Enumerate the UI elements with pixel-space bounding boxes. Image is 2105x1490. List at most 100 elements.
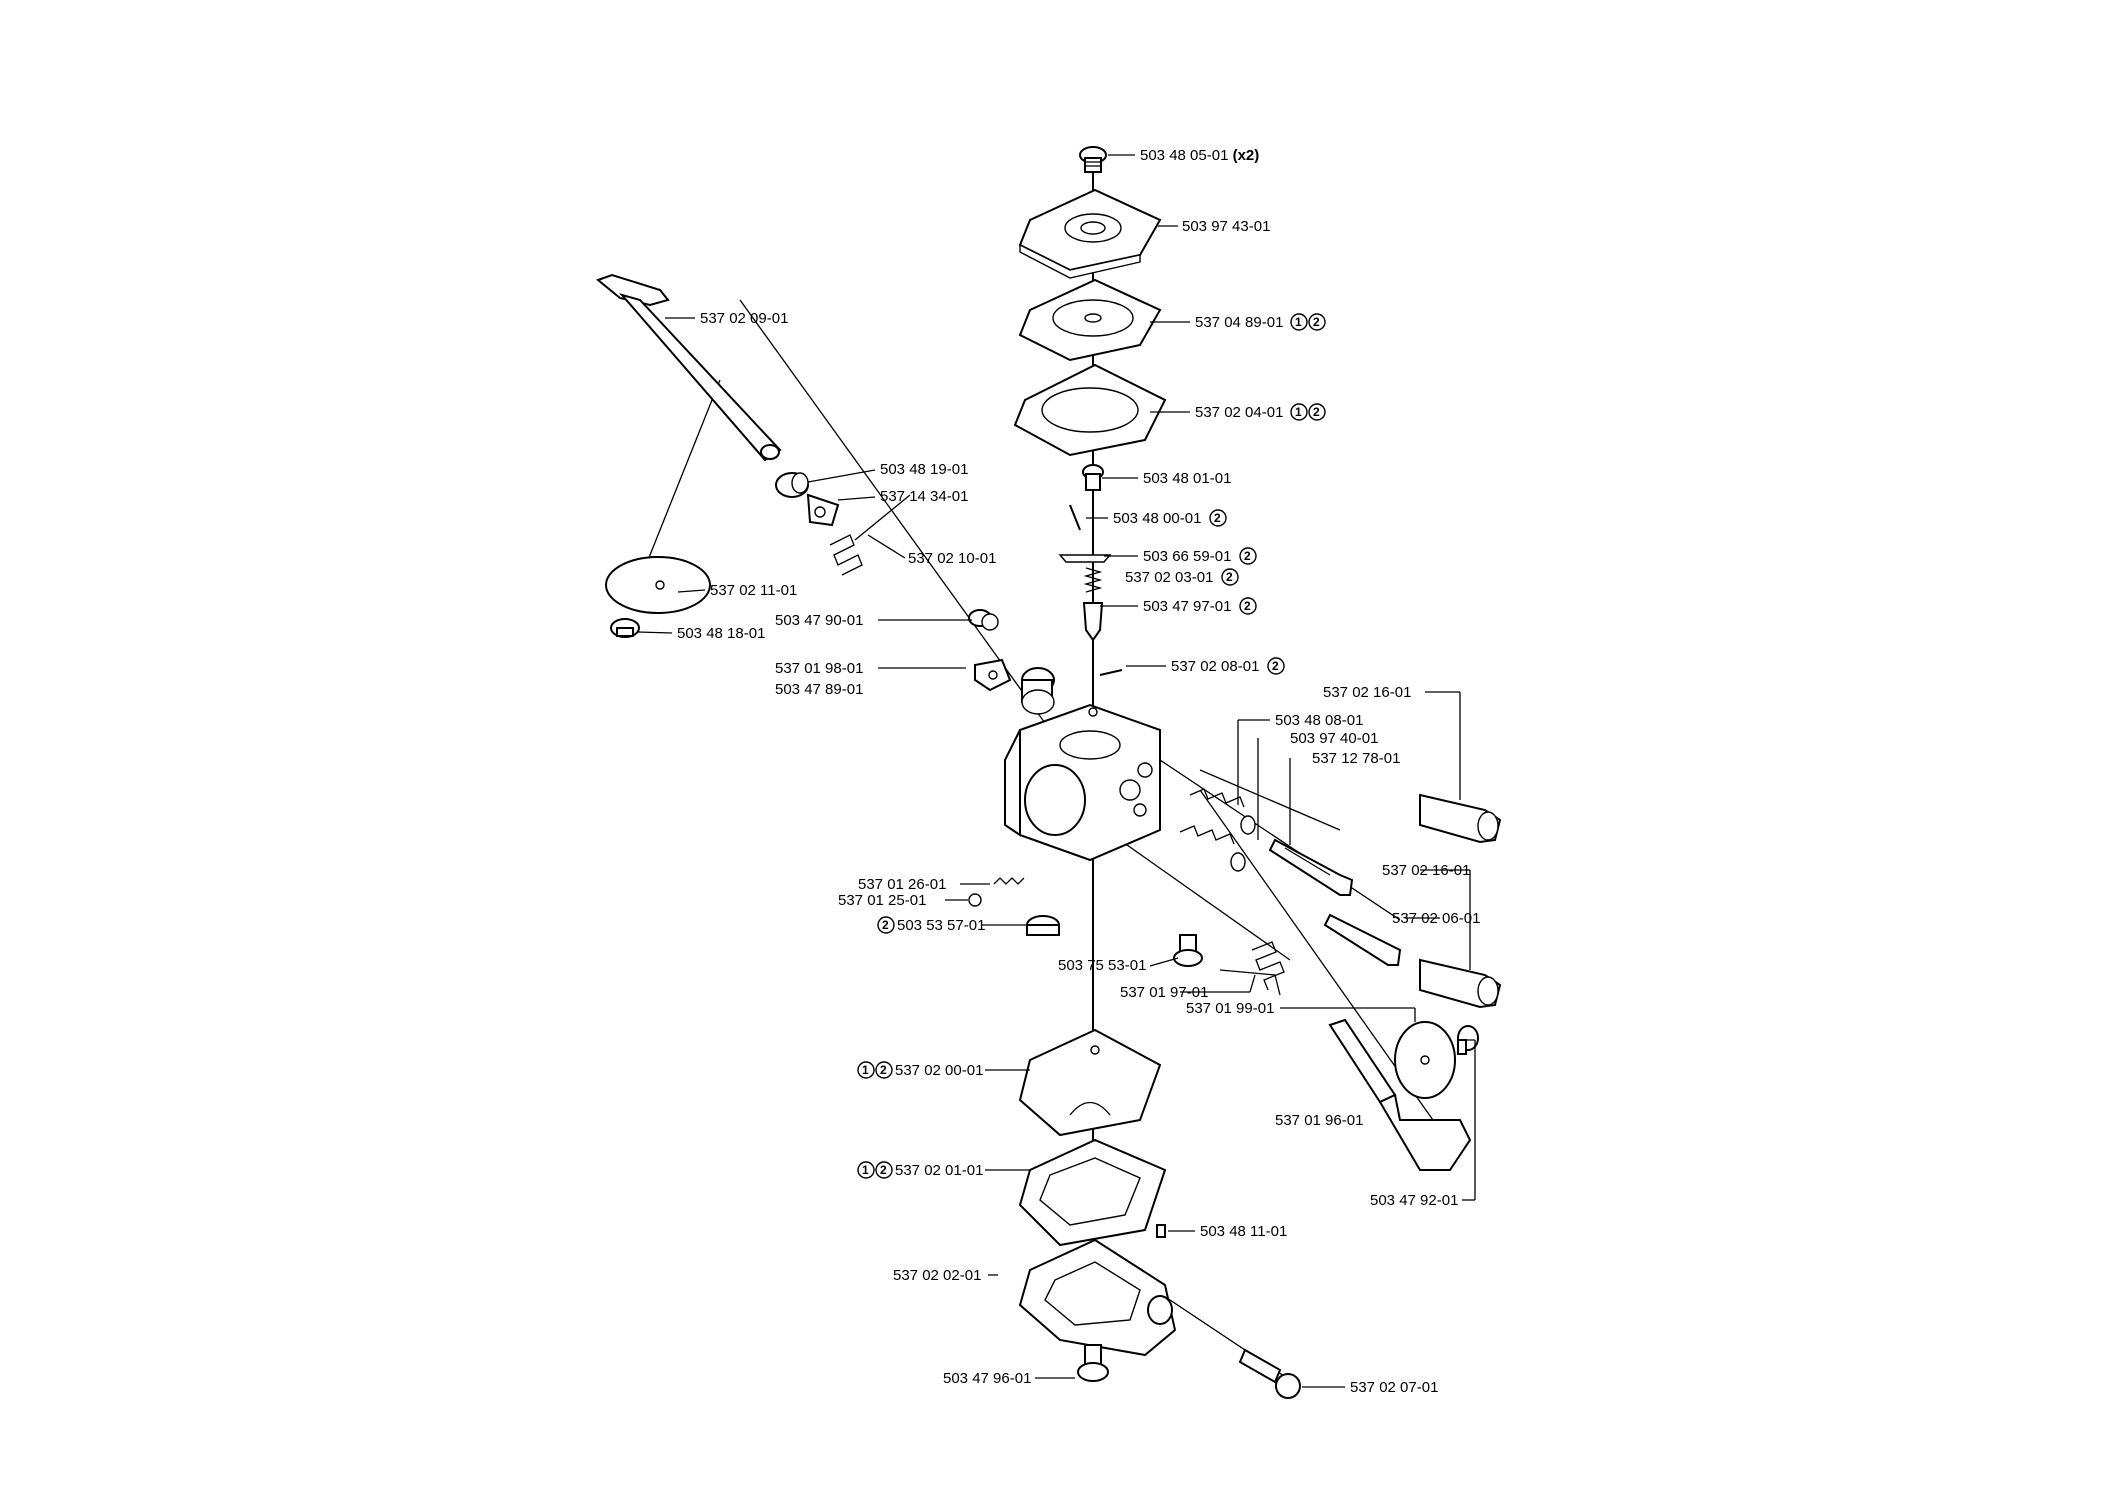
throttle-valve-disc	[605, 556, 711, 614]
pump-diaphragm	[1018, 278, 1162, 362]
label-503-66-59-01: 503 66 59-01	[1143, 548, 1231, 565]
ref-circles-537-02-01-01: 1 2	[857, 1161, 893, 1179]
pump-cover	[1018, 188, 1162, 279]
ref-circles-537-04-89-01: 1 2	[1290, 313, 1326, 331]
cover-screw-side	[1238, 1348, 1301, 1399]
throttle-return-spring	[829, 494, 911, 576]
svg-text:2: 2	[1313, 405, 1320, 419]
label-537-01-99-01: 537 01 99-01	[1186, 1000, 1274, 1017]
label-503-48-08-01: 503 48 08-01	[1275, 712, 1363, 729]
label-537-14-34-01: 537 14 34-01	[880, 488, 968, 505]
throttle-shaft	[595, 273, 782, 462]
svg-text:2: 2	[1244, 549, 1251, 563]
washer-upper	[1240, 815, 1256, 835]
label-503-47-92-01: 503 47 92-01	[1370, 1192, 1458, 1209]
svg-text:2: 2	[1214, 511, 1221, 525]
label-537-01-25-01: 537 01 25-01	[838, 892, 926, 909]
label-537-01-26-01: 537 01 26-01	[858, 876, 946, 893]
label-503-48-18-01: 503 48 18-01	[677, 625, 765, 642]
label-537-02-02-01: 537 02 02-01	[893, 1267, 981, 1284]
label-503-75-53-01: 503 75 53-01	[1058, 957, 1146, 974]
top-screw	[1079, 146, 1107, 173]
label-537-02-11-01: 537 02 11-01	[710, 582, 797, 599]
label-503-47-90-01: 503 47 90-01	[775, 612, 863, 629]
limiter-cap-upper	[1419, 793, 1502, 844]
label-503-47-97-01: 503 47 97-01	[1143, 598, 1231, 615]
shaft-bushing	[775, 472, 809, 498]
cover-screw-lower	[1077, 1344, 1109, 1382]
label-503-48-01-01: 503 48 01-01	[1143, 470, 1231, 487]
label-537-02-07-01: 537 02 07-01	[1350, 1379, 1438, 1396]
label-537-02-00-01: 537 02 00-01	[895, 1062, 983, 1079]
svg-text:2: 2	[1313, 315, 1320, 329]
high-speed-needle	[1268, 838, 1354, 896]
label-503-47-96-01: 503 47 96-01	[943, 1370, 1031, 1387]
inlet-screw	[1082, 464, 1104, 491]
svg-text:2: 2	[1244, 599, 1251, 613]
choke-screw	[968, 609, 999, 631]
limiter-cap-lower	[1419, 958, 1502, 1009]
washer-lower	[1230, 852, 1246, 872]
idle-spring	[993, 877, 1025, 885]
label-503-97-40-01: 503 97 40-01	[1290, 730, 1378, 747]
ref-circles-537-02-04-01: 1 2	[1290, 403, 1326, 421]
inlet-needle	[1082, 602, 1104, 642]
svg-text:2: 2	[1272, 659, 1279, 673]
adjust-spring-upper	[1189, 788, 1245, 808]
label-537-02-16-01-lower: 537 02 16-01	[1382, 862, 1470, 879]
label-503-48-05-01: 503 48 05-01 (x2)	[1140, 147, 1259, 164]
label-503-48-11-01: 503 48 11-01	[1200, 1223, 1287, 1240]
pump-gasket	[1013, 363, 1167, 457]
fuel-inlet-pin	[1156, 1224, 1166, 1238]
label-537-12-78-01: 537 12 78-01	[1312, 750, 1400, 767]
svg-text:2: 2	[880, 1163, 887, 1177]
label-503-97-43-01: 503 97 43-01	[1182, 218, 1270, 235]
label-537-01-98-01: 537 01 98-01	[775, 660, 863, 677]
label-537-02-10-01: 537 02 10-01	[908, 550, 996, 567]
svg-text:2: 2	[1226, 570, 1233, 584]
inlet-lever	[1058, 554, 1112, 563]
ref-circle-503-47-97-01: 2	[1239, 597, 1257, 615]
svg-text:1: 1	[862, 1163, 869, 1177]
label-503-53-57-01: 503 53 57-01	[897, 917, 985, 934]
label-537-04-89-01: 537 04 89-01	[1195, 314, 1283, 331]
choke-detent	[974, 658, 1012, 692]
adjust-spring-lower	[1179, 825, 1235, 845]
label-503-47-89-01: 503 47 89-01	[775, 681, 863, 698]
ref-circles-537-02-00-01: 1 2	[857, 1061, 893, 1079]
label-537-02-03-01: 537 02 03-01	[1125, 569, 1213, 586]
label-537-02-04-01: 537 02 04-01	[1195, 404, 1283, 421]
ref-circle-503-53-57-01: 2	[877, 916, 895, 934]
ref-circle-537-02-03-01: 2	[1221, 568, 1239, 586]
svg-text:2: 2	[880, 1063, 887, 1077]
choke-bushing	[1021, 667, 1055, 715]
label-537-02-01-01: 537 02 01-01	[895, 1162, 983, 1179]
metering-diaphragm	[1018, 1028, 1162, 1137]
choke-valve-disc	[1394, 1021, 1456, 1099]
lever-spring	[1083, 567, 1103, 593]
label-537-02-16-01-upper: 537 02 16-01	[1323, 684, 1411, 701]
throttle-lever	[806, 493, 840, 527]
low-speed-needle	[1323, 913, 1402, 966]
choke-spring	[1219, 941, 1285, 996]
ref-circle-503-66-59-01: 2	[1239, 547, 1257, 565]
label-537-01-96-01: 537 01 96-01	[1275, 1112, 1363, 1129]
leader-lines	[637, 154, 1476, 1388]
part-labels: 503 48 05-01 (x2) 503 97 43-01 537 04 89…	[677, 147, 1480, 1396]
welch-screw	[1173, 934, 1203, 967]
label-537-02-09-01: 537 02 09-01	[700, 310, 788, 327]
hinge-pin	[1099, 669, 1123, 676]
svg-text:1: 1	[1295, 405, 1302, 419]
svg-text:1: 1	[862, 1063, 869, 1077]
svg-text:2: 2	[882, 918, 889, 932]
label-537-02-08-01: 537 02 08-01	[1171, 658, 1259, 675]
label-503-48-00-01: 503 48 00-01	[1113, 510, 1201, 527]
label-503-48-19-01: 503 48 19-01	[880, 461, 968, 478]
ref-circle-537-02-08-01: 2	[1267, 657, 1285, 675]
metering-gasket	[1018, 1138, 1167, 1247]
fuel-screen	[1026, 915, 1060, 936]
label-537-02-06-01: 537 02 06-01	[1392, 910, 1480, 927]
check-ball	[968, 893, 982, 907]
lever-pin	[1069, 504, 1081, 531]
